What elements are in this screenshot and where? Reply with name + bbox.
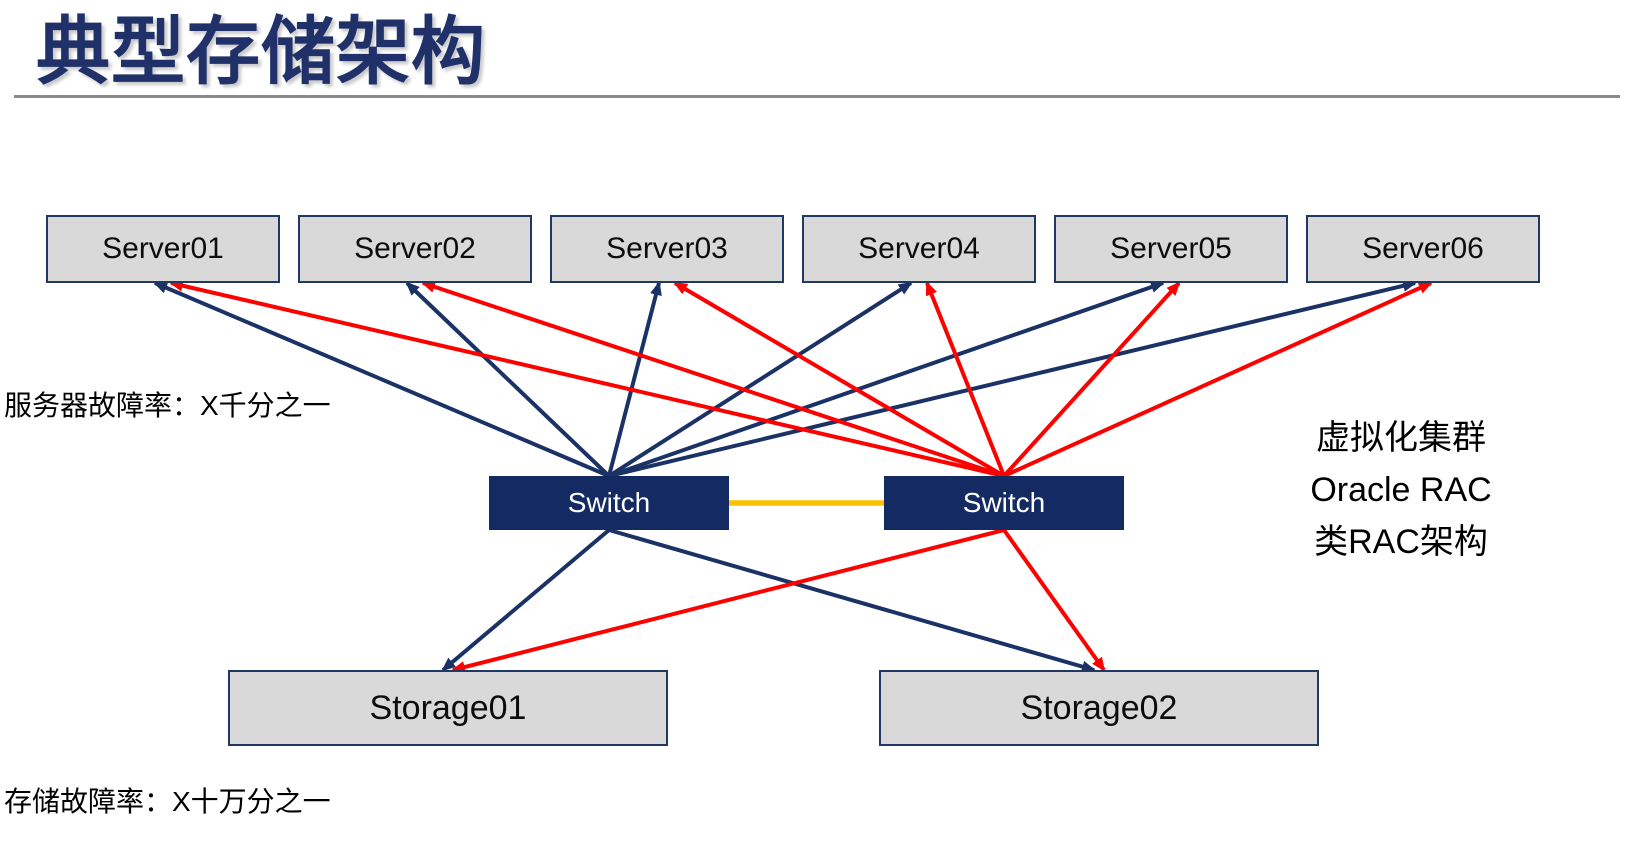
edge-server04-switch2	[925, 281, 1006, 477]
edge-server01-switch2	[169, 279, 1005, 478]
title-divider	[14, 95, 1620, 98]
edge-switch1-storage01	[441, 528, 611, 672]
edge-server03-switch2	[673, 281, 1006, 478]
edge-server02-switch1	[405, 281, 611, 478]
storage02-box: Storage02	[879, 670, 1319, 746]
edge-server06-switch1	[608, 279, 1417, 478]
edge-server02-switch2	[421, 281, 1005, 478]
edge-server05-switch1	[608, 281, 1165, 478]
edge-switch2-storage02	[1002, 528, 1106, 672]
edge-server01-switch1	[153, 281, 610, 478]
slide-title: 典型存储架构	[36, 10, 486, 93]
server02-box: Server02	[298, 215, 532, 283]
edge-server04-switch1	[607, 281, 913, 478]
server01-box: Server01	[46, 215, 280, 283]
edge-switch2-storage01	[451, 528, 1005, 673]
server05-box: Server05	[1054, 215, 1288, 283]
edge-server05-switch2	[1002, 281, 1181, 478]
cluster-note: 虚拟化集群 Oracle RAC 类RAC架构	[1278, 412, 1524, 568]
storage01-box: Storage01	[228, 670, 668, 746]
server03-box: Server03	[550, 215, 784, 283]
edge-server03-switch1	[607, 281, 662, 477]
edge-server06-switch2	[1003, 281, 1433, 478]
cluster-note-line-2: Oracle RAC	[1310, 471, 1492, 509]
cluster-note-line-3: 类RAC架构	[1314, 523, 1488, 561]
server-failure-rate-label: 服务器故障率：X千分之一	[4, 390, 331, 421]
server06-box: Server06	[1306, 215, 1540, 283]
cluster-note-line-1: 虚拟化集群	[1316, 419, 1486, 457]
switch-left-box: Switch	[489, 476, 729, 530]
storage-failure-rate-label: 存储故障率：X十万分之一	[4, 786, 331, 817]
switch-right-box: Switch	[884, 476, 1124, 530]
server04-box: Server04	[802, 215, 1036, 283]
edge-switch1-storage02	[608, 528, 1096, 673]
